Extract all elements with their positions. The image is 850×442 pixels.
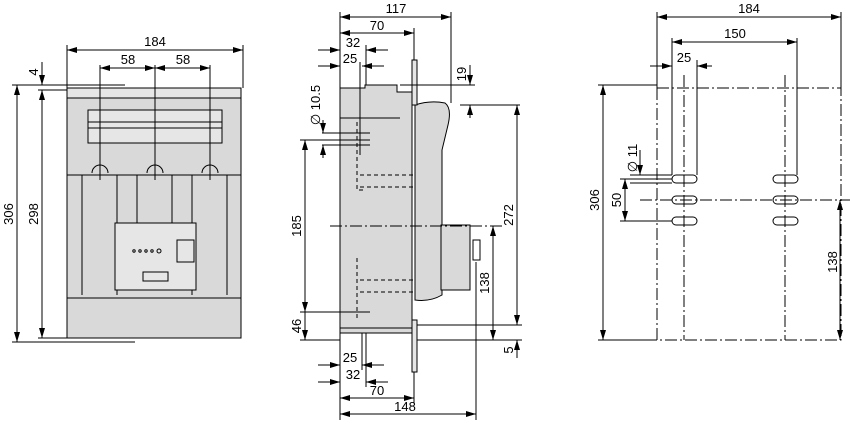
dim-hole-11: ∅ 11	[625, 144, 640, 172]
dim-hole-10-5: ∅ 10.5	[308, 85, 323, 125]
dim-32-top: 32	[346, 35, 360, 50]
dim-depth-117: 117	[386, 1, 407, 16]
mounting-plate-bottom	[411, 319, 418, 373]
dip-switch	[176, 239, 195, 263]
outline-dashed	[656, 87, 842, 341]
dim-depth-70-bottom: 70	[370, 383, 384, 398]
dim-offset-5: 5	[501, 346, 516, 353]
dim-46: 46	[289, 319, 304, 333]
dim-width-184: 184	[144, 34, 166, 49]
dim-mount-width-184: 184	[738, 1, 760, 16]
side-module	[440, 224, 471, 291]
dim-272: 272	[501, 204, 516, 226]
dim-slot-pitch-50: 50	[609, 193, 624, 207]
dim-slot-25: 25	[677, 50, 691, 65]
dim-pitch-58-right: 58	[176, 52, 190, 67]
dim-offset-4: 4	[26, 68, 41, 75]
dim-depth-70-top: 70	[370, 18, 384, 33]
mounting-plate-top	[411, 59, 418, 106]
dim-height-306: 306	[1, 203, 16, 225]
mounting-hole-view: 184 150 25 ∅ 11 50 306 138	[587, 1, 850, 341]
dim-height-298: 298	[26, 203, 41, 225]
dim-25-top: 25	[343, 51, 357, 66]
dim-offset-19: 19	[454, 67, 469, 81]
dim-185: 185	[289, 215, 304, 237]
dim-mount-138: 138	[825, 251, 840, 273]
dim-depth-148: 148	[394, 399, 416, 414]
dim-hole-pitch-150: 150	[724, 26, 746, 41]
dim-138: 138	[477, 272, 492, 294]
trip-unit-module	[114, 222, 197, 291]
side-view: 117 70 32 25 19 ∅ 10.5 185 46 272 138 5 …	[289, 1, 522, 420]
front-view: 184 58 58 306 298 4	[1, 34, 244, 343]
label-window	[142, 271, 169, 282]
dim-mount-height-306: 306	[587, 189, 602, 211]
dim-pitch-58-left: 58	[121, 52, 135, 67]
led-indicators	[132, 248, 162, 254]
dim-25-bottom: 25	[343, 350, 357, 365]
dim-32-bottom: 32	[346, 367, 360, 382]
